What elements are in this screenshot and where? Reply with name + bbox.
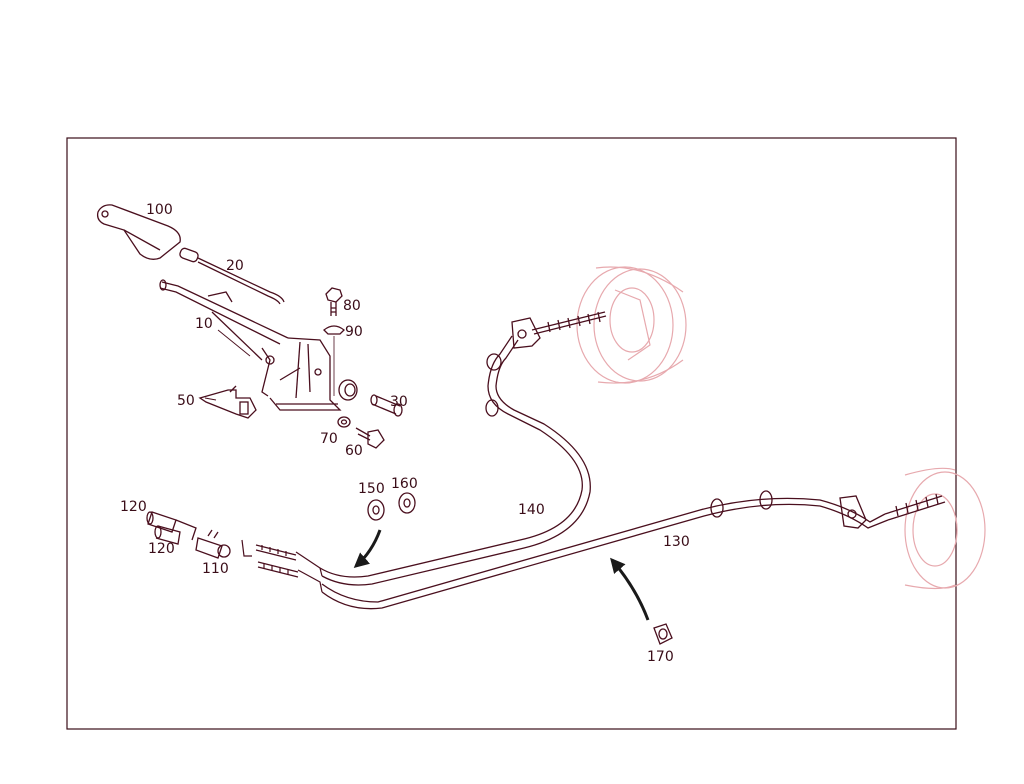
label-80: 80 [343,298,361,314]
brake-drum-left [576,266,687,384]
cable-end-120 [146,511,197,545]
label-120-top: 120 [120,499,147,515]
pin [370,394,403,417]
diagram-frame [66,137,957,730]
label-150: 150 [358,481,385,497]
label-170: 170 [647,649,674,665]
arrow-170 [610,557,650,621]
label-30: 30 [390,394,408,410]
label-160: 160 [391,476,418,492]
label-50: 50 [177,393,195,409]
label-140: 140 [518,502,545,518]
handbrake-lever-assembly [159,279,358,411]
label-20: 20 [226,258,244,274]
washer-70 [337,416,351,428]
bolt-80 [325,287,343,316]
label-110: 110 [202,561,229,577]
pull-rod [179,247,285,305]
label-100: 100 [146,202,173,218]
clip-170 [653,623,673,645]
label-70: 70 [320,431,338,447]
label-60: 60 [345,443,363,459]
cable-front-fittings [241,539,323,593]
grommet-150 [367,499,385,521]
washer-90 [323,325,345,396]
adjuster-110 [195,529,231,559]
label-10: 10 [195,316,213,332]
label-130: 130 [663,534,690,550]
hand-lever-grip [96,204,181,260]
cable-140 [319,311,607,586]
label-120-bottom: 120 [148,541,175,557]
brake-drum-right [904,467,986,590]
bolt-60 [355,427,385,449]
mounting-bracket [198,385,257,419]
arrow-150 [353,529,382,568]
grommet-160 [398,492,416,514]
cable-130 [321,490,946,610]
leader-lines [204,329,251,401]
label-90: 90 [345,324,363,340]
